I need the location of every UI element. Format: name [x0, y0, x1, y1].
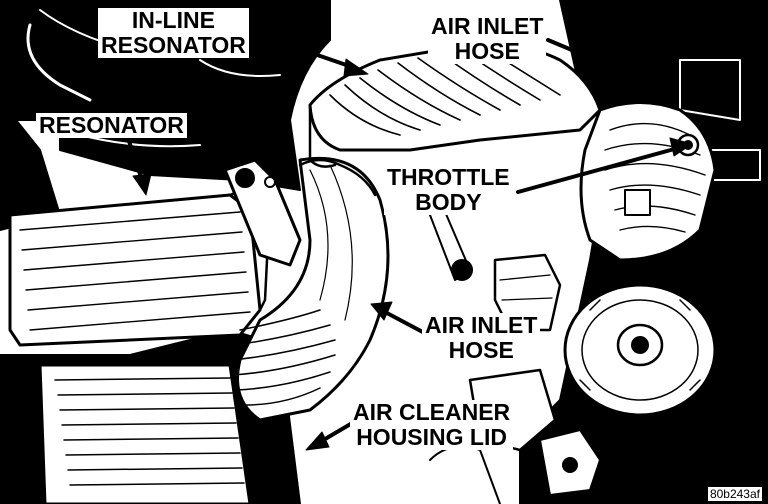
label-inline-resonator-line2: RESONATOR: [101, 32, 246, 58]
arrow-air-inlet-hose-top: [546, 38, 663, 89]
label-air-cleaner-lid-line1: AIR CLEANER: [353, 399, 511, 425]
air-cleaner-housing: [0, 329, 301, 504]
arrow-air-cleaner-lid: [305, 420, 356, 451]
label-air-inlet-hose-top: AIR INLET HOSE: [428, 13, 547, 64]
arrow-resonator: [126, 136, 152, 196]
label-resonator: RESONATOR: [36, 113, 187, 138]
arrow-inline-resonator: [266, 36, 369, 77]
label-throttle-body-line2: BODY: [415, 189, 482, 215]
throttle-body-assembly: [579, 101, 717, 262]
pulley-assembly: [563, 283, 717, 417]
label-air-inlet-hose-top-line2: HOSE: [454, 38, 520, 64]
label-inline-resonator-line1: IN-LINE: [131, 7, 215, 33]
air-inlet-hose-tube: [231, 156, 390, 422]
resonator-box: [8, 183, 272, 347]
label-air-inlet-hose-mid-line1: AIR INLET: [425, 312, 538, 338]
label-air-inlet-hose-top-line1: AIR INLET: [431, 13, 544, 39]
arrow-throttle-body: [516, 137, 693, 194]
mount-bracket: [223, 158, 302, 267]
label-throttle-body: THROTTLE BODY: [384, 165, 513, 215]
label-air-inlet-hose-mid-line2: HOSE: [448, 337, 514, 363]
figure-id: 80b243af: [707, 487, 762, 501]
label-air-cleaner-lid: AIR CLEANER HOUSING LID: [350, 399, 514, 450]
leader-arrows: [126, 36, 693, 451]
label-throttle-body-line1: THROTTLE: [387, 164, 510, 190]
label-air-inlet-hose-mid: AIR INLET HOSE: [422, 312, 541, 363]
label-inline-resonator: IN-LINE RESONATOR: [98, 8, 249, 58]
label-air-cleaner-lid-line2: HOUSING LID: [356, 424, 507, 450]
label-resonator-line1: RESONATOR: [39, 112, 184, 138]
